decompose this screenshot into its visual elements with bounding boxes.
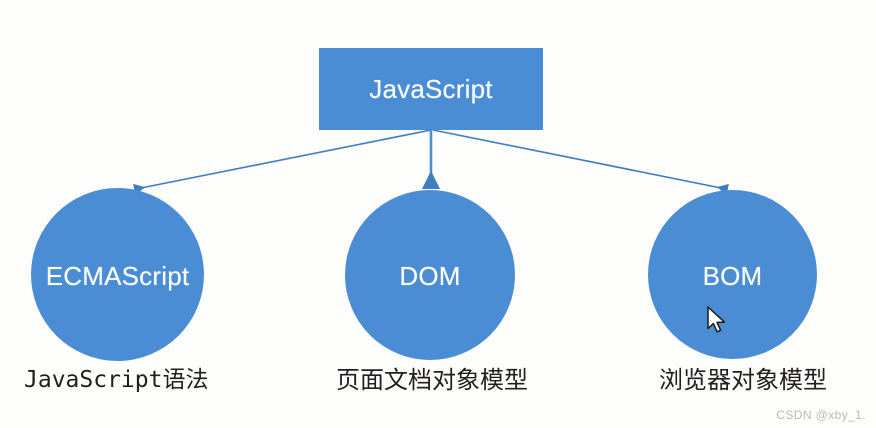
caption-ecmascript: JavaScript语法 <box>24 367 209 393</box>
node-javascript-shape[interactable] <box>319 48 543 130</box>
caption-bom: 浏览器对象模型 <box>659 366 827 394</box>
watermark-text: CSDN @xby_1. <box>776 408 866 422</box>
node-ecmascript-shape[interactable] <box>31 188 204 361</box>
caption-dom: 页面文档对象模型 <box>336 366 528 394</box>
connector-javascript-to-ecmascript <box>133 129 432 195</box>
node-bom-shape[interactable] <box>648 190 817 359</box>
connector-javascript-to-bom <box>432 129 729 195</box>
node-dom-shape[interactable] <box>345 190 515 360</box>
